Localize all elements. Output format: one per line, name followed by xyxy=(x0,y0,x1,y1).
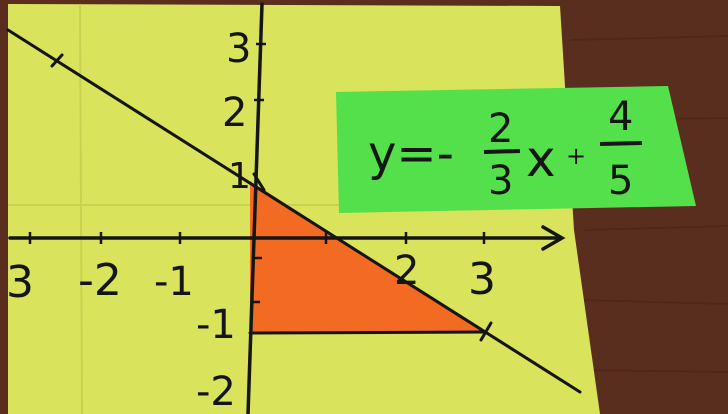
x-axis-arrow xyxy=(541,225,566,251)
fraction1-numerator: 2 xyxy=(488,106,513,152)
x-label-3: 3 xyxy=(468,254,496,305)
variable-x: x xyxy=(526,130,556,188)
equation-card: y=- 2 3 x + 4 5 xyxy=(336,86,696,213)
point-mark-left xyxy=(50,53,64,68)
fraction2-numerator: 4 xyxy=(608,94,633,140)
triangle-base xyxy=(248,330,488,335)
plus-sign: + xyxy=(566,142,586,170)
y-label-1: 1 xyxy=(228,156,251,197)
y-label-minus1: -1 xyxy=(196,302,236,348)
x-label-3-cut: 3 xyxy=(6,257,34,308)
x-label-2: 2 xyxy=(394,248,419,294)
point-mark-right xyxy=(479,321,493,342)
y-label-minus2: -2 xyxy=(196,369,236,414)
fraction2-bar xyxy=(599,141,643,146)
x-label-minus2: -2 xyxy=(78,255,122,306)
y-axis xyxy=(246,2,264,414)
fraction1-bar xyxy=(483,149,521,154)
fraction2-denominator: 5 xyxy=(608,158,633,204)
point-mark-intercept xyxy=(252,172,266,192)
y-axis-labels: 3 2 1 -1 -2 xyxy=(196,26,251,414)
y-label-2: 2 xyxy=(222,90,247,136)
y-label-3: 3 xyxy=(226,26,251,72)
fraction1-denominator: 3 xyxy=(488,158,513,204)
tick-marks xyxy=(28,42,486,304)
equation-left: y=- xyxy=(368,126,454,182)
x-label-minus1: -1 xyxy=(154,259,194,305)
x-axis-labels: 3 -2 -1 2 3 xyxy=(6,248,496,308)
graph-lines xyxy=(6,28,582,394)
